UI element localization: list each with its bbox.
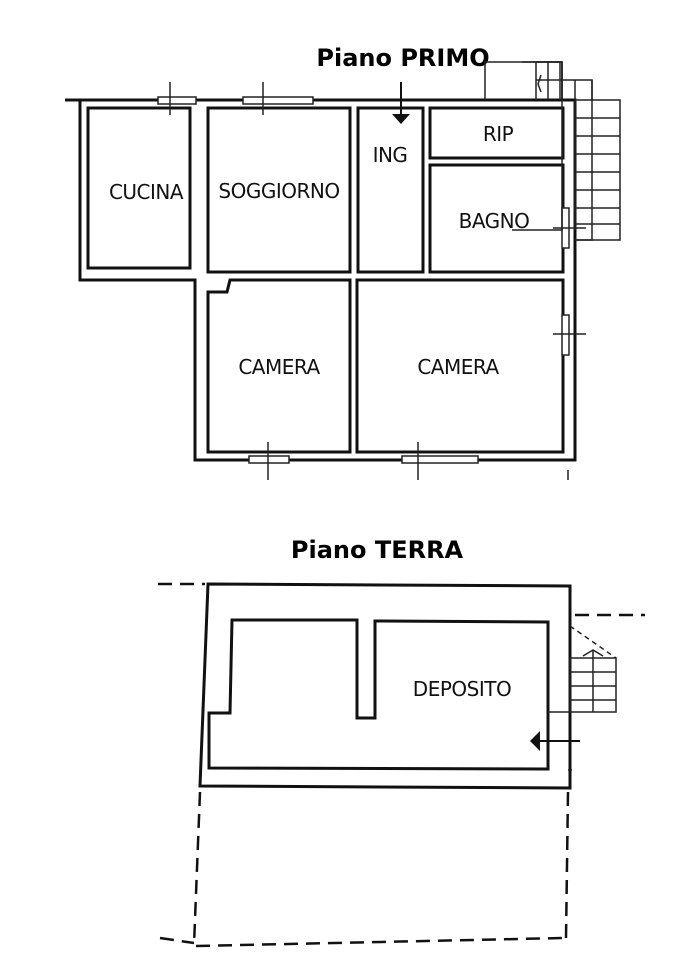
upper-floor-plan: Piano PRIMO bbox=[65, 44, 621, 480]
room-label-bagno: BAGNO bbox=[459, 209, 530, 233]
room-ing bbox=[356, 106, 425, 274]
room-deposito bbox=[207, 618, 550, 771]
room-label-deposito: DEPOSITO bbox=[413, 677, 511, 701]
upper-floor-title: Piano PRIMO bbox=[316, 44, 489, 72]
room-label-ing: ING bbox=[373, 143, 408, 167]
room-cucina bbox=[86, 106, 192, 270]
outer-wall bbox=[198, 582, 572, 790]
room-label-cucina: CUCINA bbox=[109, 180, 184, 204]
stairs-icon bbox=[548, 625, 617, 771]
room-camera-2 bbox=[355, 278, 565, 454]
room-label-rip: RIP bbox=[483, 122, 514, 146]
stairs-icon bbox=[484, 61, 621, 241]
room-camera-1 bbox=[206, 278, 352, 454]
boundary-dashed-lines bbox=[158, 582, 645, 948]
room-soggiorno bbox=[206, 106, 352, 274]
room-rip bbox=[428, 106, 565, 160]
ground-floor-title: Piano TERRA bbox=[291, 536, 464, 564]
ground-floor-plan: Piano TERRA DEPOSITO bbox=[158, 536, 645, 948]
windows bbox=[157, 82, 586, 480]
room-label-camera-1: CAMERA bbox=[238, 355, 320, 379]
entrance-arrow-icon bbox=[530, 731, 580, 751]
entrance-arrow-icon bbox=[392, 82, 410, 124]
room-label-soggiorno: SOGGIORNO bbox=[218, 179, 339, 203]
room-label-camera-2: CAMERA bbox=[417, 355, 499, 379]
